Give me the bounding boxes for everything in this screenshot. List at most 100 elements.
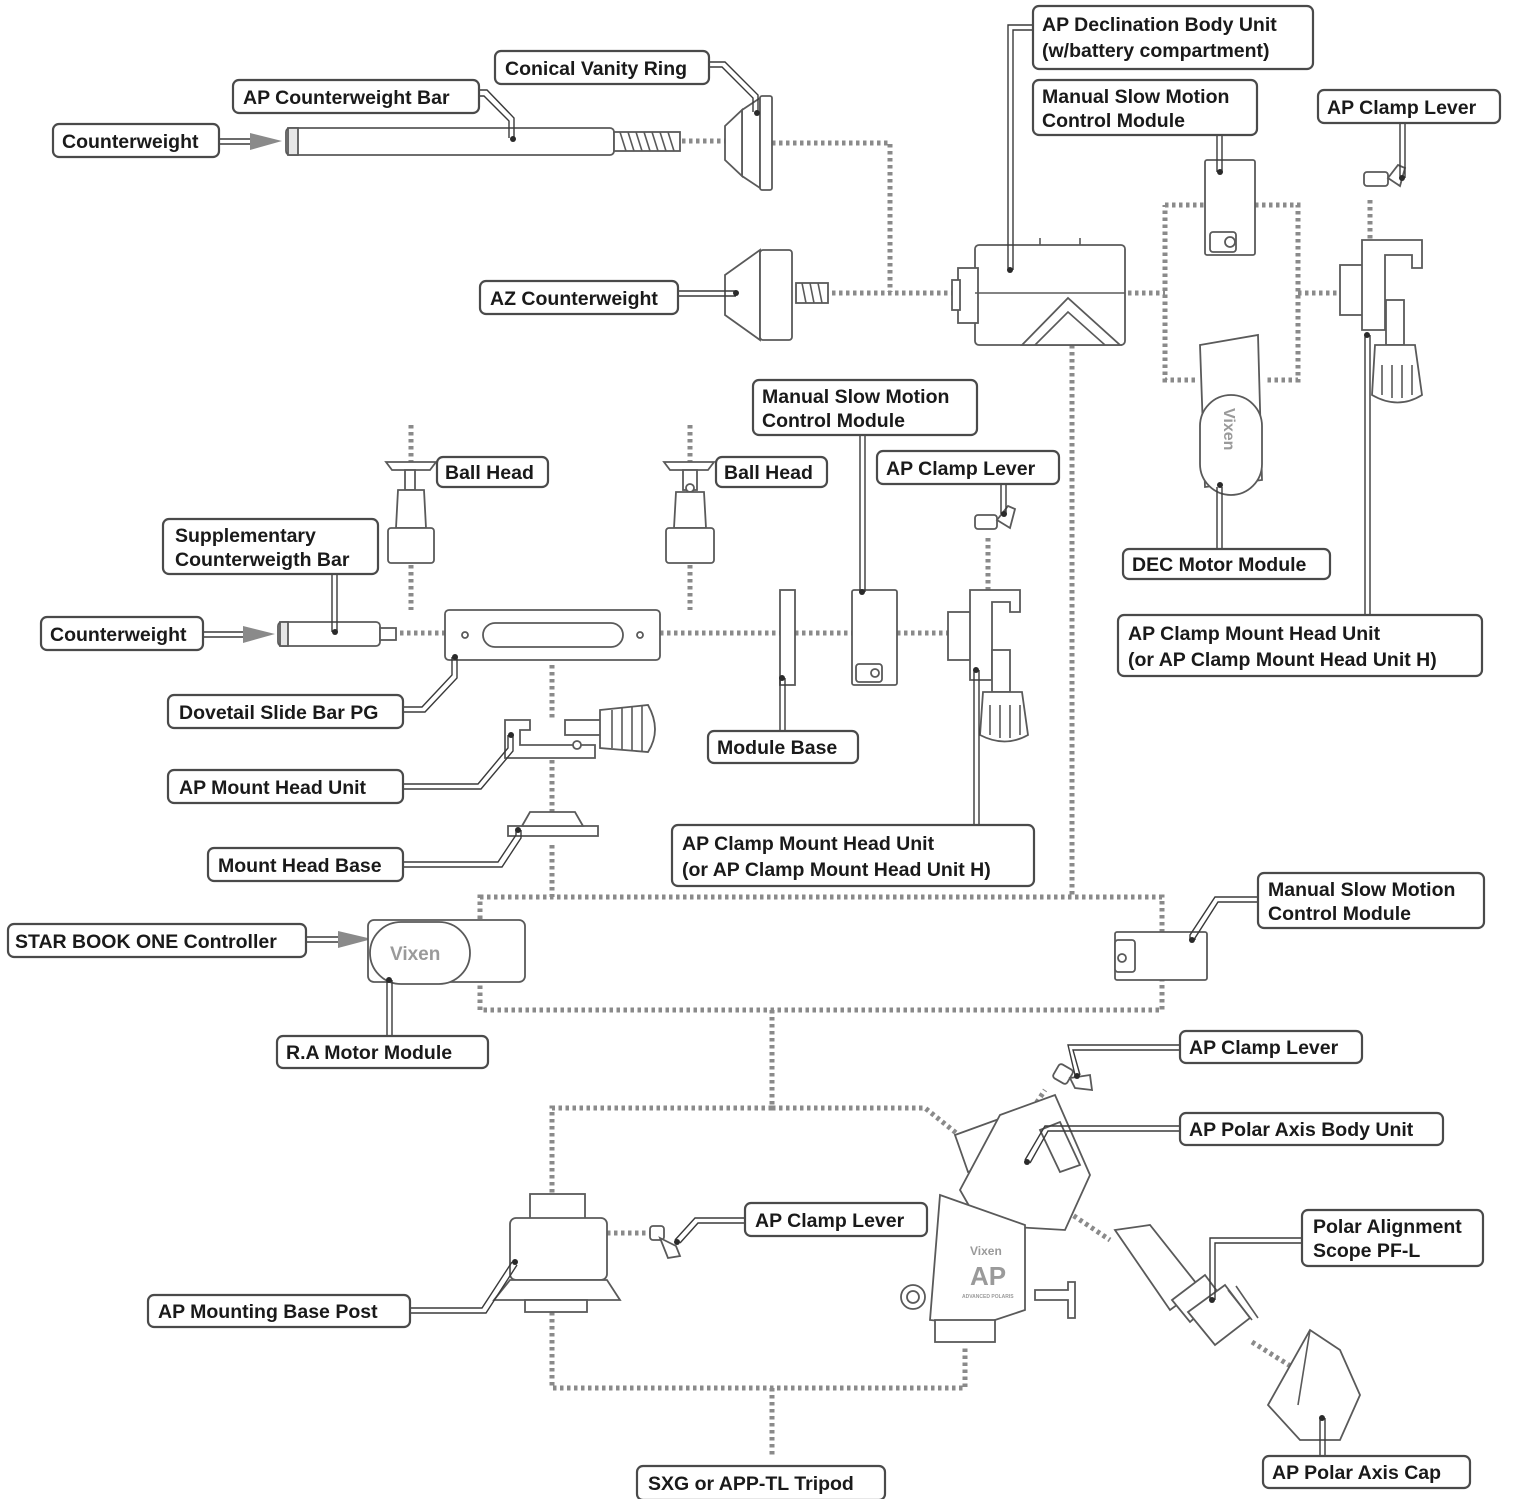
svg-text:R.A Motor Module: R.A Motor Module [286,1042,452,1064]
label-counterweight-top: Counterweight [51,122,221,159]
label-ap-clamp-lever-base: AP Clamp Lever [743,1201,929,1238]
svg-text:Manual Slow Motion: Manual Slow Motion [1042,86,1229,108]
ap-counterweight-bar-part [285,127,681,156]
svg-text:Polar Alignment: Polar Alignment [1313,1216,1462,1238]
conical-vanity-ring-part [724,95,773,191]
label-ap-mounting-base-post: AP Mounting Base Post [146,1293,412,1329]
label-supplementary-counterweight-bar: Supplementary Counterweigth Bar [161,517,380,576]
svg-text:Control Module: Control Module [762,410,905,432]
label-ap-polar-axis-body-unit: AP Polar Axis Body Unit [1178,1111,1445,1147]
label-ap-polar-axis-cap: AP Polar Axis Cap [1261,1454,1472,1490]
svg-text:Counterweigth Bar: Counterweigth Bar [175,549,350,571]
svg-text:AP Polar Axis Cap: AP Polar Axis Cap [1272,1462,1441,1484]
supplementary-counterweight-bar-part [277,621,397,647]
label-mount-head-base: Mount Head Base [206,846,405,883]
az-counterweight-part [724,248,829,342]
svg-text:Supplementary: Supplementary [175,525,316,547]
ap-polar-axis-cap-part [1266,1328,1361,1441]
svg-text:AP Clamp Lever: AP Clamp Lever [886,458,1036,480]
label-module-base: Module Base [706,729,860,765]
mount-ap-sublogo: ADVANCED POLARIS [962,1294,1014,1300]
polar-alignment-scope-part [1113,1224,1259,1347]
svg-text:AP Clamp Mount Head Unit: AP Clamp Mount Head Unit [682,833,935,855]
svg-text:Control Module: Control Module [1268,903,1411,925]
svg-text:Dovetail Slide Bar PG: Dovetail Slide Bar PG [179,702,378,724]
ap-clamp-lever-mid-part [974,504,1017,530]
module-base-part [779,589,796,686]
svg-text:Counterweight: Counterweight [62,131,199,153]
svg-text:AP Clamp Mount Head Unit: AP Clamp Mount Head Unit [1128,623,1381,645]
label-ap-clamp-lever-top-right: AP Clamp Lever [1316,88,1502,125]
svg-text:STAR BOOK ONE Controller: STAR BOOK ONE Controller [15,931,277,953]
label-ball-head-right: Ball Head [714,455,829,489]
arrow-star-book [305,931,372,948]
label-conical-vanity-ring: Conical Vanity Ring [493,49,711,86]
svg-text:AP Declination Body Unit: AP Declination Body Unit [1042,14,1277,36]
manual-slow-motion-top-part [1204,159,1256,256]
svg-text:AP Mount Head Unit: AP Mount Head Unit [179,777,367,799]
label-star-book-one-controller: STAR BOOK ONE Controller [6,922,308,959]
ball-head-right-part [662,461,716,564]
label-ap-declination-body-unit: AP Declination Body Unit (w/battery comp… [1031,4,1315,71]
svg-text:AP Counterweight Bar: AP Counterweight Bar [243,87,450,109]
svg-text:(or AP Clamp Mount Head Unit H: (or AP Clamp Mount Head Unit H) [1128,649,1437,671]
label-ap-clamp-lever-mid: AP Clamp Lever [875,449,1061,486]
label-ap-clamp-lever-low-right: AP Clamp Lever [1178,1029,1364,1065]
label-ball-head-left: Ball Head [435,455,550,489]
svg-text:(or AP Clamp Mount Head Unit H: (or AP Clamp Mount Head Unit H) [682,859,991,881]
svg-text:Mount Head Base: Mount Head Base [218,855,382,877]
svg-text:Ball Head: Ball Head [724,462,813,484]
svg-text:Manual Slow Motion: Manual Slow Motion [762,386,949,408]
label-manual-slow-motion-low: Manual Slow Motion Control Module [1256,871,1486,930]
mount-head-base-part [507,811,599,837]
svg-text:AP Mounting Base Post: AP Mounting Base Post [158,1301,378,1323]
ap-clamp-lever-top-right-part [1363,163,1407,188]
svg-text:AP Polar Axis Body Unit: AP Polar Axis Body Unit [1189,1119,1414,1141]
svg-text:Scope PF-L: Scope PF-L [1313,1240,1420,1262]
label-manual-slow-motion-mid: Manual Slow Motion Control Module [751,378,979,437]
svg-text:Conical Vanity Ring: Conical Vanity Ring [505,58,687,80]
label-ap-mount-head-unit: AP Mount Head Unit [166,768,405,805]
ap-clamp-mount-head-right-part [1339,239,1423,404]
mount-vixen-logo: Vixen [970,1244,1002,1258]
svg-text:AP Clamp Lever: AP Clamp Lever [755,1210,905,1232]
label-dec-motor-module: DEC Motor Module [1121,547,1332,581]
label-dovetail-slide-bar: Dovetail Slide Bar PG [166,693,405,730]
ra-motor-module-part: Vixen [367,919,526,985]
label-ra-motor-module: R.A Motor Module [275,1034,490,1070]
ap-polar-axis-body-unit-part: Vixen AP ADVANCED POLARIS [900,1093,1091,1343]
manual-slow-motion-mid-part [851,589,898,686]
svg-text:Control Module: Control Module [1042,110,1185,132]
svg-text:AZ Counterweight: AZ Counterweight [490,288,658,310]
svg-text:SXG or APP-TL Tripod: SXG or APP-TL Tripod [648,1473,854,1495]
label-az-counterweight: AZ Counterweight [478,279,680,316]
svg-text:(w/battery compartment): (w/battery compartment) [1042,40,1270,62]
manual-slow-motion-low-part [1114,931,1208,981]
ap-declination-body-unit-part [951,238,1126,346]
ball-head-left-part [384,461,438,564]
label-polar-alignment-scope: Polar Alignment Scope PF-L [1300,1208,1485,1268]
mount-ap-logo: AP [970,1261,1006,1291]
ap-mounting-base-post-part [492,1193,622,1313]
dovetail-slide-bar-part [444,609,661,661]
svg-text:Ball Head: Ball Head [445,462,534,484]
ap-mount-head-unit-part [504,704,656,759]
arrow-counterweight-top [218,133,282,150]
ap-clamp-lever-low-right-part [1052,1063,1094,1092]
svg-text:Counterweight: Counterweight [50,624,187,646]
label-ap-clamp-mount-head-right: AP Clamp Mount Head Unit (or AP Clamp Mo… [1116,613,1484,678]
ra-motor-logo: Vixen [390,944,440,965]
label-tripod: SXG or APP-TL Tripod [635,1464,887,1499]
ap-clamp-lever-base-part [649,1225,682,1260]
label-counterweight-mid: Counterweight [39,615,205,652]
svg-text:AP Clamp Lever: AP Clamp Lever [1189,1037,1339,1059]
svg-text:AP Clamp Lever: AP Clamp Lever [1327,97,1477,119]
dec-motor-logo: Vixen [1220,408,1237,450]
label-manual-slow-motion-top: Manual Slow Motion Control Module [1031,78,1259,137]
leader-lines [331,24,1406,1458]
label-ap-clamp-mount-head-mid: AP Clamp Mount Head Unit (or AP Clamp Mo… [670,823,1036,888]
svg-text:Manual Slow Motion: Manual Slow Motion [1268,879,1455,901]
svg-text:DEC Motor Module: DEC Motor Module [1132,554,1307,576]
svg-text:Module Base: Module Base [717,737,837,759]
